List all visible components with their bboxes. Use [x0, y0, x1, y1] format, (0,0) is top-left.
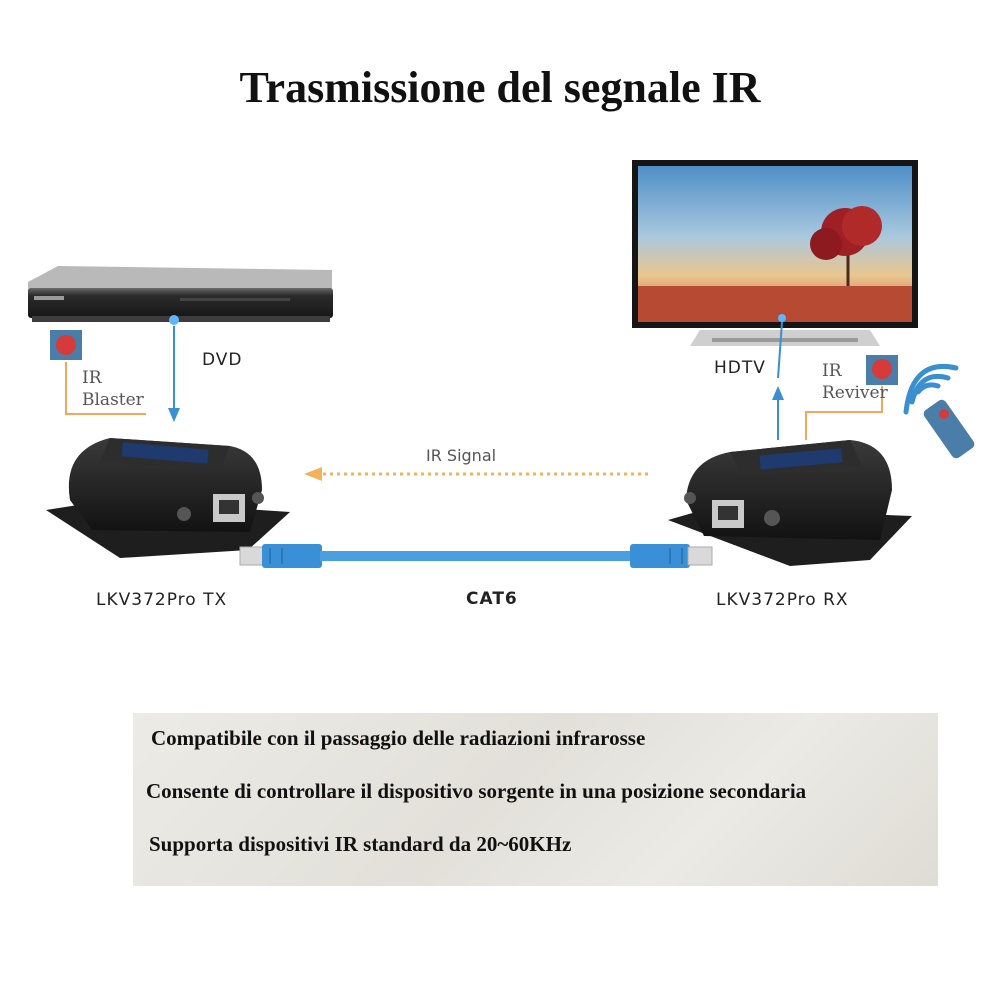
ir-receiver-cable — [805, 386, 883, 440]
ir-receiver-icon — [866, 355, 898, 385]
tx-label: LKV372Pro TX — [96, 590, 228, 610]
dvd-label: DVD — [202, 350, 243, 370]
feature-panel: Compatibile con il passaggio delle radia… — [133, 713, 938, 886]
dvd-ir-port-icon — [169, 315, 179, 325]
hdtv-icon — [632, 160, 918, 346]
rx-label: LKV372Pro RX — [716, 590, 849, 610]
cat6-label: CAT6 — [466, 589, 518, 609]
page-title: Trasmissione del segnale IR — [239, 63, 761, 112]
ir-signal-label: IR Signal — [426, 446, 497, 465]
hdtv-lead-line — [777, 321, 783, 379]
feature-item: Consente di controllare il dispositivo s… — [146, 779, 807, 803]
remote-control-icon — [923, 399, 975, 459]
ir-blaster-label-line2: Blaster — [82, 390, 144, 410]
dvd-player-icon — [28, 266, 333, 322]
cat6-cable — [239, 544, 713, 568]
tx-extender-icon — [46, 438, 290, 558]
rx-extender-icon — [668, 440, 912, 566]
ir-signal-arrow — [304, 467, 648, 481]
signal-diagram — [28, 160, 975, 568]
ir-blaster-label-line1: IR — [82, 368, 102, 388]
ir-blaster-label: IR Blaster — [82, 367, 144, 411]
feature-item: Compatibile con il passaggio delle radia… — [151, 726, 646, 750]
ir-blaster-icon — [50, 330, 82, 360]
ir-receiver-label: IR Reviver — [822, 360, 888, 404]
ir-receiver-label-line2: Reviver — [822, 383, 888, 403]
rx-to-hdtv-arrow — [772, 386, 784, 440]
ir-blaster-cable — [65, 362, 146, 415]
dvd-to-tx-arrow — [168, 326, 180, 422]
hdtv-port-icon — [778, 314, 786, 322]
wireless-signal-icon — [903, 364, 959, 415]
ir-receiver-label-line1: IR — [822, 361, 842, 381]
feature-item: Supporta dispositivi IR standard da 20~6… — [149, 832, 572, 856]
hdtv-label: HDTV — [714, 358, 766, 378]
